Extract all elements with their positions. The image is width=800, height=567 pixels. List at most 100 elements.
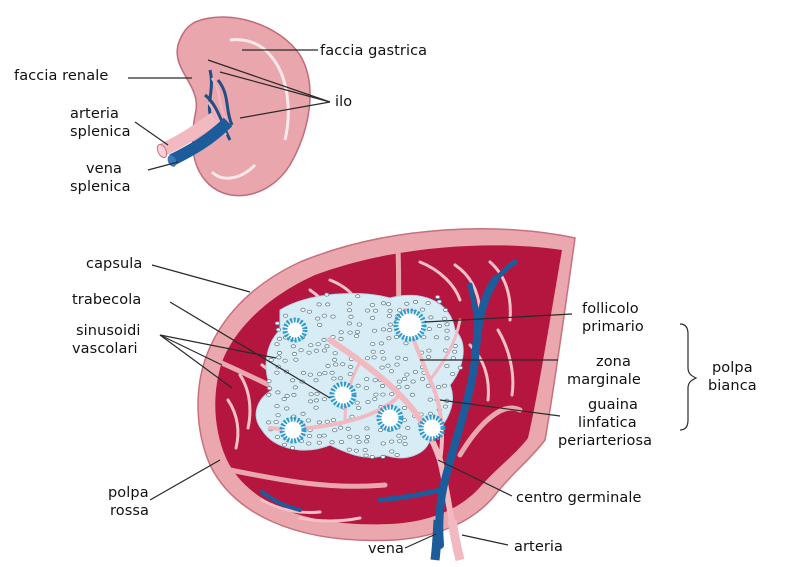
lymphocyte-dot [388, 369, 395, 374]
leader-lines [128, 49, 698, 549]
lymphocyte-dot [306, 309, 312, 314]
lymphocyte-dot [402, 441, 408, 446]
lymphocyte-dot [363, 453, 369, 458]
lymphocyte-dot [300, 411, 306, 416]
lymphocyte-dot [306, 434, 313, 439]
lymphocyte-dot [315, 342, 321, 347]
lymphocyte-dot [379, 350, 385, 355]
lymphocyte-dot [281, 442, 288, 447]
lymphocyte-dot [347, 372, 353, 377]
lymphocyte-dot [396, 433, 402, 438]
lymphocyte-dot [379, 383, 386, 388]
lymphocyte-dot [338, 336, 344, 341]
lymphocyte-dot [313, 398, 319, 403]
lymphocyte-dot [396, 385, 402, 390]
lymphocyte-dot [291, 392, 297, 397]
lymphocyte-dot [442, 404, 449, 409]
lymphocyte-dot [421, 335, 427, 340]
lymphocyte-dot [364, 308, 371, 313]
spleen-section [197, 228, 576, 562]
follicle [329, 381, 357, 409]
label-arteria-splenica-2: splenica [70, 124, 131, 140]
lymphocyte-dot [290, 344, 296, 349]
lymphocyte-dot [363, 439, 370, 444]
lymphocyte-dot [364, 377, 370, 382]
splenic-artery-tube [159, 112, 219, 156]
lymphocyte-dot [275, 413, 281, 418]
lymphocyte-dot [273, 420, 279, 425]
label-polpa-bianca-1: polpa [712, 360, 753, 376]
lymphocyte-dot [451, 349, 458, 354]
lymphocyte-dot [363, 386, 369, 391]
lymphocyte-dot [385, 302, 392, 307]
lymphocyte-dot [274, 321, 280, 326]
labels: faccia gastrica faccia renale ilo arteri… [14, 43, 757, 557]
lymphocyte-dot [274, 404, 280, 409]
label-guaina-2: linfatica [578, 415, 637, 431]
lymphocyte-dot [380, 301, 387, 306]
lymphocyte-dot [370, 342, 376, 347]
lymphocyte-dot [331, 357, 338, 362]
lymphocyte-dot [314, 391, 320, 396]
label-ilo: ilo [335, 94, 352, 110]
lymphocyte-dot [353, 334, 360, 339]
lymphocyte-dot [354, 329, 360, 334]
lymphocyte-dot [412, 369, 418, 374]
lymphocyte-dot [276, 350, 283, 355]
lymphocyte-dot [355, 294, 361, 299]
lymphocyte-dot [354, 435, 360, 440]
lymphocyte-dot [291, 351, 298, 356]
lymphocyte-dot [364, 356, 370, 361]
lymphocyte-dot [369, 302, 375, 307]
lymphocyte-dot [268, 358, 274, 363]
lymphocyte-dot [412, 299, 419, 304]
lymphocyte-dot [356, 322, 362, 327]
lymphocyte-dot [317, 322, 323, 327]
lymphocyte-dot [379, 365, 385, 370]
label-arteria-splenica-1: arteria [70, 106, 119, 122]
lymphocyte-dot [353, 448, 359, 453]
lymphocyte-dot [444, 322, 450, 327]
lymphocyte-dot [284, 393, 290, 398]
lymphocyte-dot [371, 328, 378, 333]
lymphocyte-dot [386, 313, 392, 318]
lymphocyte-dot [316, 372, 323, 377]
lymphocyte-dot [386, 336, 392, 341]
lymphocyte-dot [274, 435, 280, 440]
label-sinusoidi-2: vascolari [72, 341, 138, 357]
label-vena-splenica-1: vena [86, 161, 122, 177]
lymphocyte-dot [394, 362, 400, 367]
lymphocyte-dot [331, 376, 337, 381]
lymphocyte-dot [377, 428, 384, 433]
label-follicolo-2: primario [582, 319, 644, 335]
label-polpa-bianca-2: bianca [708, 378, 757, 394]
label-centro-germinale: centro germinale [516, 490, 642, 506]
lymphocyte-dot [321, 337, 327, 342]
lymphocyte-dot [378, 341, 384, 346]
lymphocyte-dot [404, 301, 410, 306]
lymphocyte-dot [457, 365, 463, 370]
lymphocyte-dot [355, 405, 362, 410]
lymphocyte-dot [325, 302, 331, 307]
lymphocyte-dot [401, 435, 408, 440]
lymphocyte-dot [442, 307, 449, 312]
lymphocyte-dot [389, 392, 395, 397]
lymphocyte-dot [444, 363, 450, 368]
label-arteria: arteria [514, 539, 563, 555]
lymphocyte-dot [307, 399, 314, 404]
lymphocyte-dot [313, 348, 319, 353]
lymphocyte-dot [347, 434, 353, 439]
label-zona-2: marginale [567, 372, 641, 388]
lymphocyte-dot [373, 392, 379, 397]
lymphocyte-dot [332, 351, 338, 356]
lymphocyte-dot [298, 348, 304, 353]
vein-trunk [430, 519, 443, 561]
lymphocyte-dot [306, 441, 312, 446]
lymphocyte-dot [372, 378, 378, 383]
lymphocyte-dot [293, 357, 299, 362]
follicle [282, 317, 308, 343]
lymphocyte-dot [389, 449, 395, 454]
lymphocyte-dot [397, 308, 403, 313]
lymphocyte-dot [371, 355, 377, 360]
lymphocyte-dot [419, 307, 426, 312]
